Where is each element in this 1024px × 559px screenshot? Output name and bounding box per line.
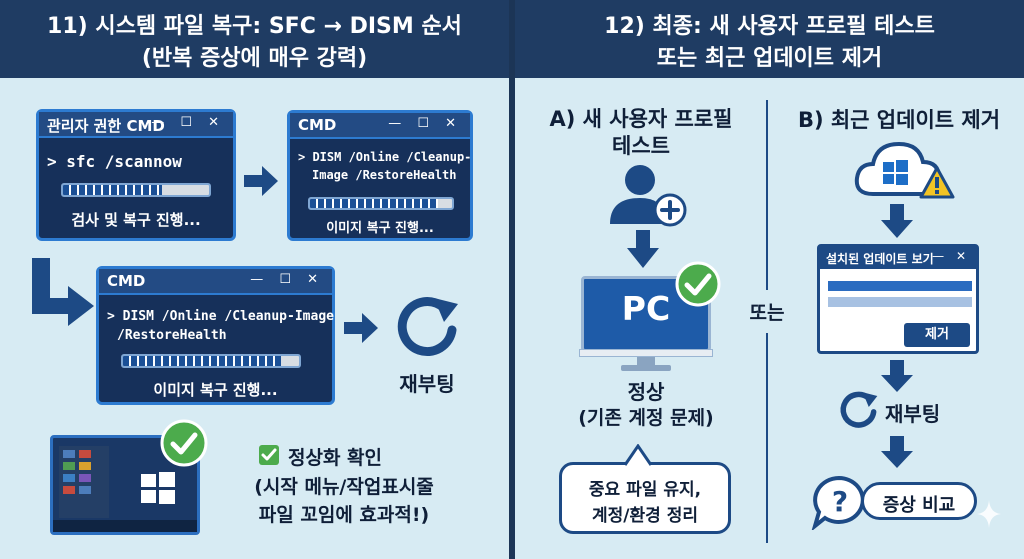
window-controls[interactable]: — ☐ ✕ [151, 115, 225, 130]
taskbar [53, 520, 197, 532]
svg-text:?: ? [832, 485, 848, 518]
bubble-line2: 계정/환경 정리 [592, 506, 698, 526]
monitor-neck [637, 357, 655, 366]
progress-fill [310, 199, 438, 208]
left-panel: 11) 시스템 파일 복구: SFC → DISM 순서 (반복 증상에 매우 … [0, 0, 509, 559]
cmd-titlebar: CMD — ☐ ✕ [290, 113, 470, 139]
option-a-line2: 테스트 [612, 134, 670, 158]
arrow-down-icon [881, 204, 913, 238]
refresh-icon [397, 297, 458, 357]
progress-bar [61, 183, 211, 197]
cmd-title: 관리자 권한 CMD [47, 117, 165, 135]
sfc-command: > sfc /scannow [47, 152, 182, 171]
progress-fill [63, 185, 163, 195]
progress-bar [308, 197, 454, 210]
update-list-item[interactable] [828, 297, 972, 307]
check-icon [675, 261, 721, 307]
checkbox-icon [259, 445, 279, 465]
speech-bubble: 중요 파일 유지, 계정/환경 정리 [559, 462, 731, 534]
confirm-label: 정상화 확인 [288, 447, 383, 469]
windows-logo-icon [141, 472, 175, 504]
window-titlebar: 설치된 업데이트 보기 — ✕ [820, 247, 976, 269]
reboot-label: 재부팅 [885, 402, 941, 426]
arrow-right-icon [344, 313, 378, 343]
start-menu [59, 446, 109, 518]
cmd-window-sfc: 관리자 권한 CMD — ☐ ✕ > sfc /scannow 검사 및 복구 … [36, 109, 236, 241]
right-panel: 12) 최종: 새 사용자 프로필 테스트 또는 최근 업데이트 제거 또는 A… [515, 0, 1024, 559]
right-title-line2: 또는 최근 업데이트 제거 [656, 46, 883, 71]
sparkle-icon [977, 500, 1001, 528]
left-header: 11) 시스템 파일 복구: SFC → DISM 순서 (반복 증상에 매우 … [0, 0, 509, 78]
option-a-line1: A) 새 사용자 프로필 [549, 107, 733, 131]
divider-top [766, 100, 768, 290]
status-text: 검사 및 복구 진행... [71, 211, 201, 229]
right-header: 12) 최종: 새 사용자 프로필 테스트 또는 최근 업데이트 제거 [515, 0, 1024, 78]
cmd-window-dism-1: CMD — ☐ ✕ > DISM /Online /Cleanup- Image… [287, 110, 473, 241]
progress-fill [123, 356, 282, 366]
normal-label: 정상 [627, 380, 665, 404]
option-b-label: B) 최근 업데이트 제거 [797, 108, 1001, 132]
refresh-icon [840, 391, 878, 428]
monitor-bezel [579, 349, 713, 357]
check-icon [160, 419, 208, 467]
monitor-stand [621, 365, 671, 371]
remove-button[interactable]: 제거 [904, 323, 970, 347]
left-title-line2: (반복 증상에 매우 강력) [141, 46, 368, 71]
dism-command-line2: Image /RestoreHealth [312, 168, 457, 182]
window-controls[interactable]: — ✕ [932, 249, 970, 263]
dism-command-line2: /RestoreHealth [117, 328, 227, 343]
warning-icon [919, 166, 955, 199]
arrow-bent-icon [32, 258, 94, 326]
or-label: 또는 [749, 302, 785, 324]
cmd-window-dism-2: CMD — ☐ ✕ > DISM /Online /Cleanup-Image … [96, 266, 335, 405]
divider-bottom [766, 333, 768, 543]
reboot-label: 재부팅 [399, 372, 455, 396]
dism-command-line1: > DISM /Online /Cleanup- [298, 150, 472, 164]
arrow-down-icon [881, 360, 913, 392]
question-icon: ? [811, 475, 865, 530]
arrow-down-icon [881, 436, 913, 468]
user-add-icon [610, 165, 687, 227]
pc-label: PC [621, 289, 671, 328]
update-window-title: 설치된 업데이트 보기 [826, 252, 934, 266]
normal-desc: (기존 계정 문제) [578, 407, 714, 429]
arrow-down-icon [627, 230, 659, 268]
cmd-title: CMD [107, 272, 146, 290]
cmd-titlebar: CMD — ☐ ✕ [99, 269, 332, 295]
bubble-tail [623, 444, 653, 466]
status-text: 이미지 복구 진행... [326, 221, 434, 236]
compare-box: 증상 비교 [861, 482, 977, 520]
left-title-line1: 11) 시스템 파일 복구: SFC → DISM 순서 [47, 14, 462, 39]
compare-label: 증상 비교 [882, 495, 956, 516]
confirm-desc-line2: 파일 꼬임에 효과적!) [258, 504, 430, 526]
right-title-line1: 12) 최종: 새 사용자 프로필 테스트 [604, 14, 935, 39]
arrow-right-icon [244, 166, 278, 196]
window-controls[interactable]: — ☐ ✕ [388, 116, 462, 131]
update-list-item[interactable] [828, 281, 972, 291]
confirm-desc-line1: (시작 메뉴/작업표시줄 [254, 476, 434, 498]
window-controls[interactable]: — ☐ ✕ [250, 272, 324, 287]
cmd-titlebar: 관리자 권한 CMD — ☐ ✕ [39, 112, 233, 138]
dism-command-line1: > DISM /Online /Cleanup-Image [107, 309, 334, 324]
progress-bar [121, 354, 301, 368]
cmd-title: CMD [298, 116, 337, 134]
installed-updates-window: 설치된 업데이트 보기 — ✕ 제거 [817, 244, 979, 354]
bubble-line1: 중요 파일 유지, [588, 480, 702, 500]
status-text: 이미지 복구 진행... [153, 381, 278, 399]
